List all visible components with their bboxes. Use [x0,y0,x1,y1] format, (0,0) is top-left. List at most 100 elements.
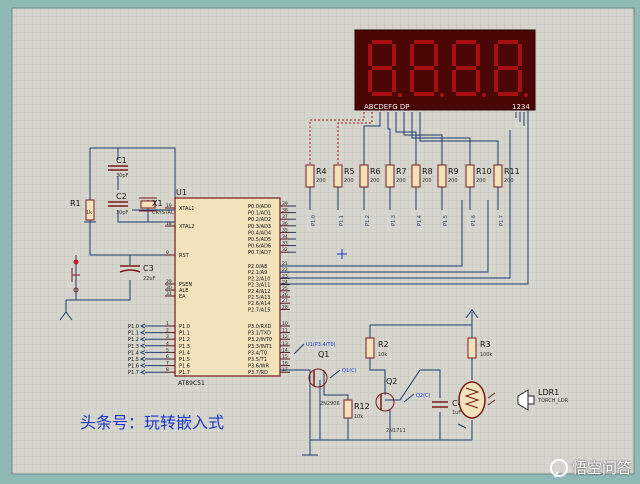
pin-name: XTAL1 [179,206,194,212]
capacitor-c2[interactable]: C2 30pF [108,192,129,216]
pin-name: P0.1/AD1 [248,211,271,217]
pin-number: 36 [282,221,288,227]
segment [392,44,396,66]
pin-number: 12 [282,334,288,340]
segment [372,92,392,96]
pin-name: P1.2 [179,337,190,343]
c4-value: 1uF [452,410,461,416]
resistor-r3[interactable]: R3 100k [467,337,493,359]
ldr-sensor[interactable] [458,381,496,419]
torch-icon[interactable]: LDR1 TORCH_LDR [517,388,569,411]
segment [368,70,372,92]
resistor-body [465,164,475,188]
pin-number: 14 [282,347,288,353]
crystal-x1[interactable]: X1 CRYSTAL [139,197,174,216]
pin-name: P2.4/A12 [248,289,270,295]
resistor-value: 200 [476,178,486,184]
x1-name: X1 [152,199,163,208]
pin-name: P1.3 [179,344,190,350]
resistor-net-label: P1.7 [499,215,505,226]
resistor-value: 200 [344,178,354,184]
segment [498,66,518,70]
pin-number: 27 [282,298,288,304]
pin-number: 19 [166,203,172,209]
reset-switch[interactable] [71,259,80,293]
resistor-name: R8 [422,167,433,176]
resistor-bank[interactable]: R4200P1.0R5200P1.1R6200P1.2R7200P1.3R820… [305,164,520,226]
p1-net-label: P1.5 [128,357,139,363]
c1-value: 30pF [116,173,129,179]
p1-net-label: P1.4 [128,350,139,356]
pin-name: P2.7/A15 [248,307,270,313]
segment [414,40,434,44]
p1-net-label: P1.2 [128,337,139,343]
pin-number: 1 [166,321,169,327]
pin-name: ALE [179,288,188,294]
segment [456,40,476,44]
c2-name: C2 [116,192,127,201]
p1-net-label: P1.7 [128,370,139,376]
capacitor-c4[interactable]: C4 1uF [432,399,463,416]
p0-wires [290,205,296,253]
watermark-text: 悟空问答 [571,459,632,477]
pin-name: P0.4/AD4 [248,230,271,236]
display-digit [368,40,402,97]
transistor-q1[interactable]: Q1 2N2906 [308,350,340,407]
display-digits [368,40,528,97]
pin-name: P3.6/WR [248,364,270,370]
resistor-r12[interactable]: R12 10k [343,399,370,420]
seven-segment-display[interactable]: ABCDEFG DP 1234 [354,29,536,111]
power-terminal-icon [59,300,73,321]
mcu-part: AT89C51 [178,380,205,387]
x1-value: CRYSTAL [152,210,174,216]
pin-number: 3 [166,334,169,340]
pin-name: P2.6/A14 [248,301,270,307]
segment [410,70,414,92]
segment [434,44,438,66]
pin-name: P2.5/A13 [248,295,270,301]
pin-name: P3.7/RD [248,370,268,376]
segment-pin-labels: ABCDEFG DP [364,103,409,111]
p1-input-wires: P1.0P1.1P1.2P1.3P1.4P1.5P1.6P1.7 [128,323,165,376]
transistor-q2[interactable]: Q2 2N1711 [375,377,406,434]
q1-name: Q1 [318,350,329,359]
capacitor-c3[interactable]: C3 22uF [119,264,156,282]
pin-name: P0.6/AD6 [248,244,271,250]
ground-icon [302,423,467,456]
resistor-name: R5 [344,167,355,176]
q2-value: 2N1711 [386,428,406,434]
c3-name: C3 [143,264,154,273]
pin-name: XTAL2 [179,224,194,230]
segment [476,70,480,92]
resistor-net-label: P1.5 [443,215,449,226]
pin-name: P1.0 [179,324,190,330]
pin-number: 2 [166,328,169,334]
pin-name: P0.5/AD5 [248,237,271,243]
pin-number: 31 [166,291,172,297]
r1-value: 1k [86,210,92,216]
resistor-value: 200 [422,178,432,184]
pin-name: RST [179,253,190,259]
pin-number: 29 [166,279,172,285]
segment [434,70,438,92]
capacitor-c1[interactable]: C1 30pF [108,156,129,179]
pin-number: 33 [282,241,288,247]
resistor-r2[interactable]: R2 10k [365,337,389,359]
pin-number: 23 [282,273,288,279]
pin-number: 18 [166,221,172,227]
pin-number: 38 [282,208,288,214]
pin-number: 21 [282,261,288,267]
pin-number: 7 [166,361,169,367]
resistor-r1[interactable]: R1 1k [70,199,95,221]
r12-name: R12 [354,402,370,411]
